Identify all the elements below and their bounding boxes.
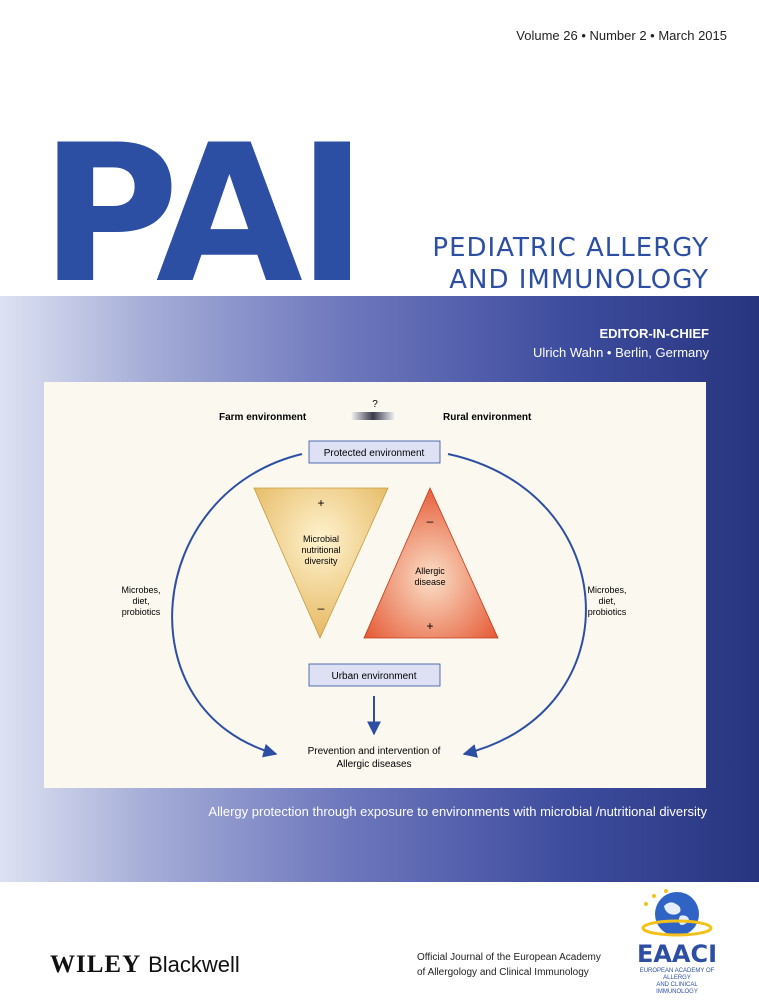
allergic-label-1: Allergic bbox=[415, 566, 445, 576]
allergic-disease-triangle bbox=[363, 487, 499, 639]
right-arc-arrow bbox=[447, 453, 587, 758]
publisher-blackwell: Blackwell bbox=[148, 952, 240, 977]
eaaci-wordmark: EAACI bbox=[636, 940, 718, 968]
eaaci-subtitle-2: AND CLINICAL IMMUNOLOGY bbox=[656, 982, 698, 995]
allergic-label-2: disease bbox=[414, 577, 445, 587]
cover-caption: Allergy protection through exposure to e… bbox=[208, 804, 707, 819]
editor-name: Ulrich Wahn • Berlin, Germany bbox=[532, 345, 709, 360]
diversity-triangle bbox=[253, 487, 389, 639]
question-mark: ? bbox=[372, 399, 378, 410]
allergic-top-sign: – bbox=[427, 514, 434, 528]
farm-label: Farm environment bbox=[219, 412, 307, 423]
protected-box bbox=[308, 440, 441, 464]
right-side-label-2: diet, bbox=[598, 596, 615, 606]
official-journal-note: Official Journal of the European Academy… bbox=[417, 950, 601, 980]
left-side-label-1: Microbes, bbox=[121, 585, 160, 595]
diversity-label-3: diversity bbox=[304, 556, 338, 566]
editor-label: EDITOR-IN-CHIEF bbox=[599, 326, 709, 341]
diversity-label-2: nutritional bbox=[301, 545, 340, 555]
right-side-label-3: probiotics bbox=[588, 607, 627, 617]
allergic-bottom-sign: + bbox=[426, 619, 433, 633]
right-side-label-1: Microbes, bbox=[587, 585, 626, 595]
journal-title-line1: PEDIATRIC ALLERGY bbox=[432, 233, 709, 263]
protected-label: Protected environment bbox=[324, 448, 425, 459]
cover-figure: ? Farm environment Rural environment Pro… bbox=[44, 382, 706, 788]
left-side-label-2: diet, bbox=[132, 596, 149, 606]
diversity-bottom-sign: – bbox=[318, 601, 325, 615]
urban-label: Urban environment bbox=[331, 671, 416, 682]
gradient-bar bbox=[350, 412, 396, 420]
journal-title: PEDIATRIC ALLERGY AND IMMUNOLOGY bbox=[432, 232, 709, 296]
publisher-logo: WILEY Blackwell bbox=[50, 950, 240, 979]
official-line-1: Official Journal of the European Academy bbox=[417, 952, 601, 963]
issue-info: Volume 26 • Number 2 • March 2015 bbox=[516, 28, 727, 43]
diversity-label-1: Microbial bbox=[303, 534, 339, 544]
urban-box bbox=[308, 663, 441, 687]
left-arc-arrow bbox=[171, 453, 303, 758]
journal-title-line2: AND IMMUNOLOGY bbox=[449, 265, 709, 295]
diversity-top-sign: + bbox=[317, 496, 324, 510]
eaaci-subtitle: EUROPEAN ACADEMY OF ALLERGY AND CLINICAL… bbox=[636, 968, 718, 996]
publisher-wiley: WILEY bbox=[50, 951, 142, 978]
official-line-2: of Allergology and Clinical Immunology bbox=[417, 967, 589, 978]
left-side-label-3: probiotics bbox=[122, 607, 161, 617]
journal-logo: PAI bbox=[40, 104, 368, 325]
eaaci-globe-icon bbox=[641, 889, 713, 937]
rural-label: Rural environment bbox=[443, 412, 532, 423]
eaaci-subtitle-1: EUROPEAN ACADEMY OF ALLERGY bbox=[639, 968, 715, 981]
outcome-label-2: Allergic diseases bbox=[336, 759, 411, 770]
environment-diagram: ? Farm environment Rural environment Pro… bbox=[121, 399, 627, 770]
outcome-label-1: Prevention and intervention of bbox=[308, 746, 441, 757]
